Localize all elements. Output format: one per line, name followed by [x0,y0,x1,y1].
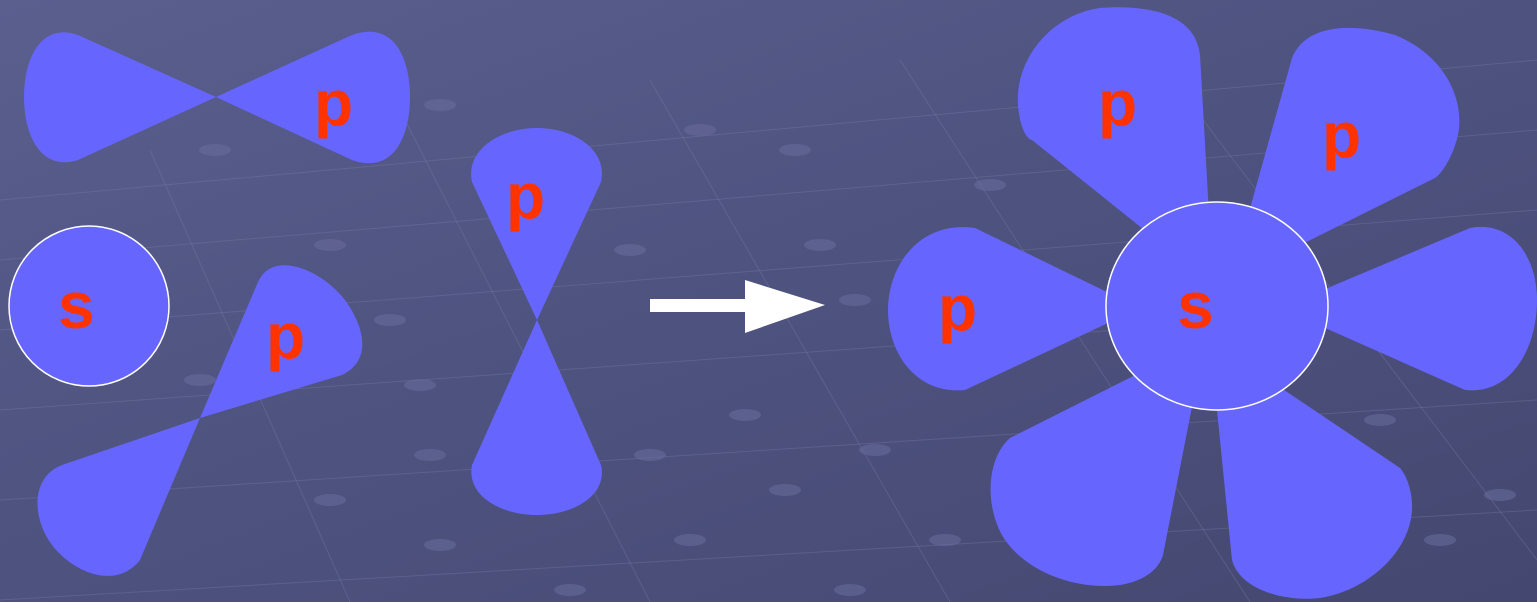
p-orbital-horizontal: p [24,31,410,164]
p-orbital-diagonal: p [37,265,363,576]
hybrid-lobe-top-right [1230,27,1460,281]
p-orbital-lobe-bottom [471,320,602,515]
p-orbital-lobe-right [216,31,410,164]
s-orbital-left: s [8,225,170,387]
p-orbital-lobe-upper [200,265,363,418]
p-orbital-lobe-lower [37,418,200,576]
s-label-left: s [58,268,95,342]
hybrid-orbital-set: p p p s [888,7,1537,599]
hybrid-s-orbital [1105,201,1329,411]
p-label-top-left: p [314,67,353,139]
hybrid-lobe-bottom-left [990,340,1205,586]
s-label-hybrid: s [1177,268,1214,342]
p-label-hybrid-top-right: p [1322,99,1361,171]
p-orbital-lobe-top [471,128,602,320]
background-grid [0,49,1537,602]
hybrid-lobe-bottom-right [1210,340,1413,599]
p-orbital-lobe-left [24,32,216,163]
hybrid-lobe-left [888,227,1140,391]
p-label-vertical: p [506,160,545,232]
p-label-bottom-left: p [266,300,305,372]
hybrid-lobe-right [1280,226,1537,391]
right-arrow-icon [650,280,825,333]
p-label-hybrid-left: p [938,272,977,344]
p-orbital-vertical: p [471,128,602,515]
s-orbital-circle [8,225,170,387]
p-label-hybrid-top-left: p [1098,67,1137,139]
